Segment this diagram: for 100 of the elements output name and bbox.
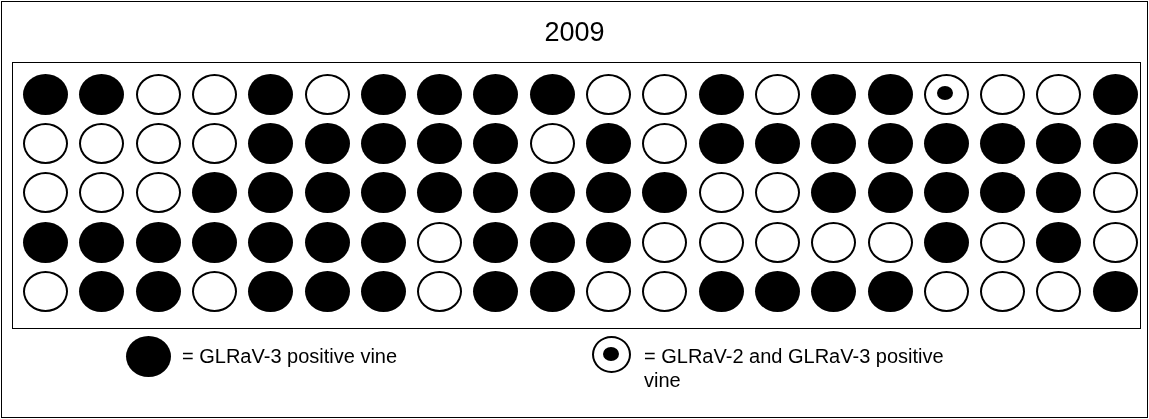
open-circle xyxy=(1036,74,1082,115)
open-circle xyxy=(135,74,181,115)
filled-circle xyxy=(1092,74,1138,115)
filled-circle xyxy=(698,74,744,115)
filled-circle xyxy=(586,123,631,165)
filled-circle xyxy=(23,74,68,115)
open-circle xyxy=(191,123,237,165)
filled-circle xyxy=(1092,270,1138,312)
filled-circle xyxy=(1036,123,1082,165)
filled-circle xyxy=(79,74,125,115)
open-circle xyxy=(304,74,350,115)
filled-circle xyxy=(473,270,519,312)
filled-circle xyxy=(754,123,800,165)
open-circle xyxy=(642,270,688,312)
filled-circle xyxy=(135,270,181,312)
open-circle xyxy=(754,221,800,263)
filled-circle xyxy=(867,123,913,165)
filled-circle xyxy=(79,270,125,312)
filled-circle xyxy=(473,221,519,263)
filled-circle xyxy=(1036,172,1082,214)
filled-circle xyxy=(586,172,631,214)
open-circle xyxy=(529,123,575,165)
filled-circle xyxy=(867,172,913,214)
filled-circle xyxy=(811,74,857,115)
title: 2009 xyxy=(543,16,606,48)
filled-circle xyxy=(79,221,125,263)
open-circle xyxy=(586,74,631,115)
filled-circle xyxy=(529,221,575,263)
open-circle xyxy=(135,172,181,214)
filled-circle xyxy=(811,270,857,312)
filled-circle xyxy=(360,74,406,115)
open-circle xyxy=(23,123,68,165)
filled-circle xyxy=(473,74,519,115)
open-circle xyxy=(867,221,913,263)
filled-circle xyxy=(248,123,294,165)
open-circle xyxy=(1092,172,1138,214)
open-circle xyxy=(754,172,800,214)
filled-circle xyxy=(529,270,575,312)
open-circle xyxy=(923,270,969,312)
filled-circle xyxy=(248,270,294,312)
open-circle xyxy=(23,172,68,214)
filled-circle xyxy=(529,172,575,214)
legend-text: = GLRaV-3 positive vine xyxy=(182,344,399,368)
filled-circle xyxy=(417,123,463,165)
open-circle xyxy=(698,172,744,214)
filled-circle xyxy=(360,172,406,214)
open-circle xyxy=(642,123,688,165)
open-circle xyxy=(642,221,688,263)
filled-circle xyxy=(698,123,744,165)
open-circle xyxy=(811,221,857,263)
open-circle xyxy=(191,74,237,115)
filled-circle xyxy=(642,172,688,214)
filled-circle xyxy=(248,172,294,214)
dotted-circle xyxy=(923,74,969,115)
filled-circle xyxy=(248,74,294,115)
filled-circle xyxy=(304,172,350,214)
open-circle xyxy=(980,74,1026,115)
open-circle xyxy=(135,123,181,165)
filled-circle xyxy=(529,74,575,115)
open-circle xyxy=(980,270,1026,312)
filled-circle xyxy=(754,270,800,312)
filled-circle xyxy=(923,172,969,214)
filled-circle xyxy=(811,123,857,165)
filled-circle xyxy=(417,172,463,214)
open-circle xyxy=(417,270,463,312)
filled-circle xyxy=(1092,123,1138,165)
filled-circle xyxy=(980,172,1026,214)
open-circle xyxy=(586,270,631,312)
open-circle xyxy=(79,123,125,165)
filled-circle xyxy=(304,123,350,165)
filled-circle xyxy=(473,172,519,214)
filled-circle xyxy=(698,270,744,312)
open-circle xyxy=(980,221,1026,263)
open-circle xyxy=(698,221,744,263)
open-circle xyxy=(754,74,800,115)
open-circle xyxy=(417,221,463,263)
grid-frame xyxy=(12,62,1141,329)
filled-circle xyxy=(135,221,181,263)
open-circle xyxy=(1092,221,1138,263)
filled-circle xyxy=(417,74,463,115)
filled-circle xyxy=(360,123,406,165)
filled-circle xyxy=(980,123,1026,165)
filled-circle xyxy=(923,221,969,263)
filled-circle xyxy=(191,172,237,214)
filled-circle xyxy=(23,221,68,263)
filled-circle xyxy=(360,270,406,312)
filled-circle xyxy=(360,221,406,263)
open-circle xyxy=(1036,270,1082,312)
open-circle xyxy=(191,270,237,312)
filled-circle xyxy=(191,221,237,263)
legend-text: = GLRaV-2 and GLRaV-3 positive vine xyxy=(644,344,944,392)
filled-circle xyxy=(586,221,631,263)
filled-circle xyxy=(867,74,913,115)
filled-circle xyxy=(811,172,857,214)
filled-circle xyxy=(867,270,913,312)
open-circle xyxy=(23,270,68,312)
open-circle xyxy=(642,74,688,115)
filled-circle xyxy=(473,123,519,165)
filled-circle xyxy=(304,270,350,312)
open-circle xyxy=(79,172,125,214)
